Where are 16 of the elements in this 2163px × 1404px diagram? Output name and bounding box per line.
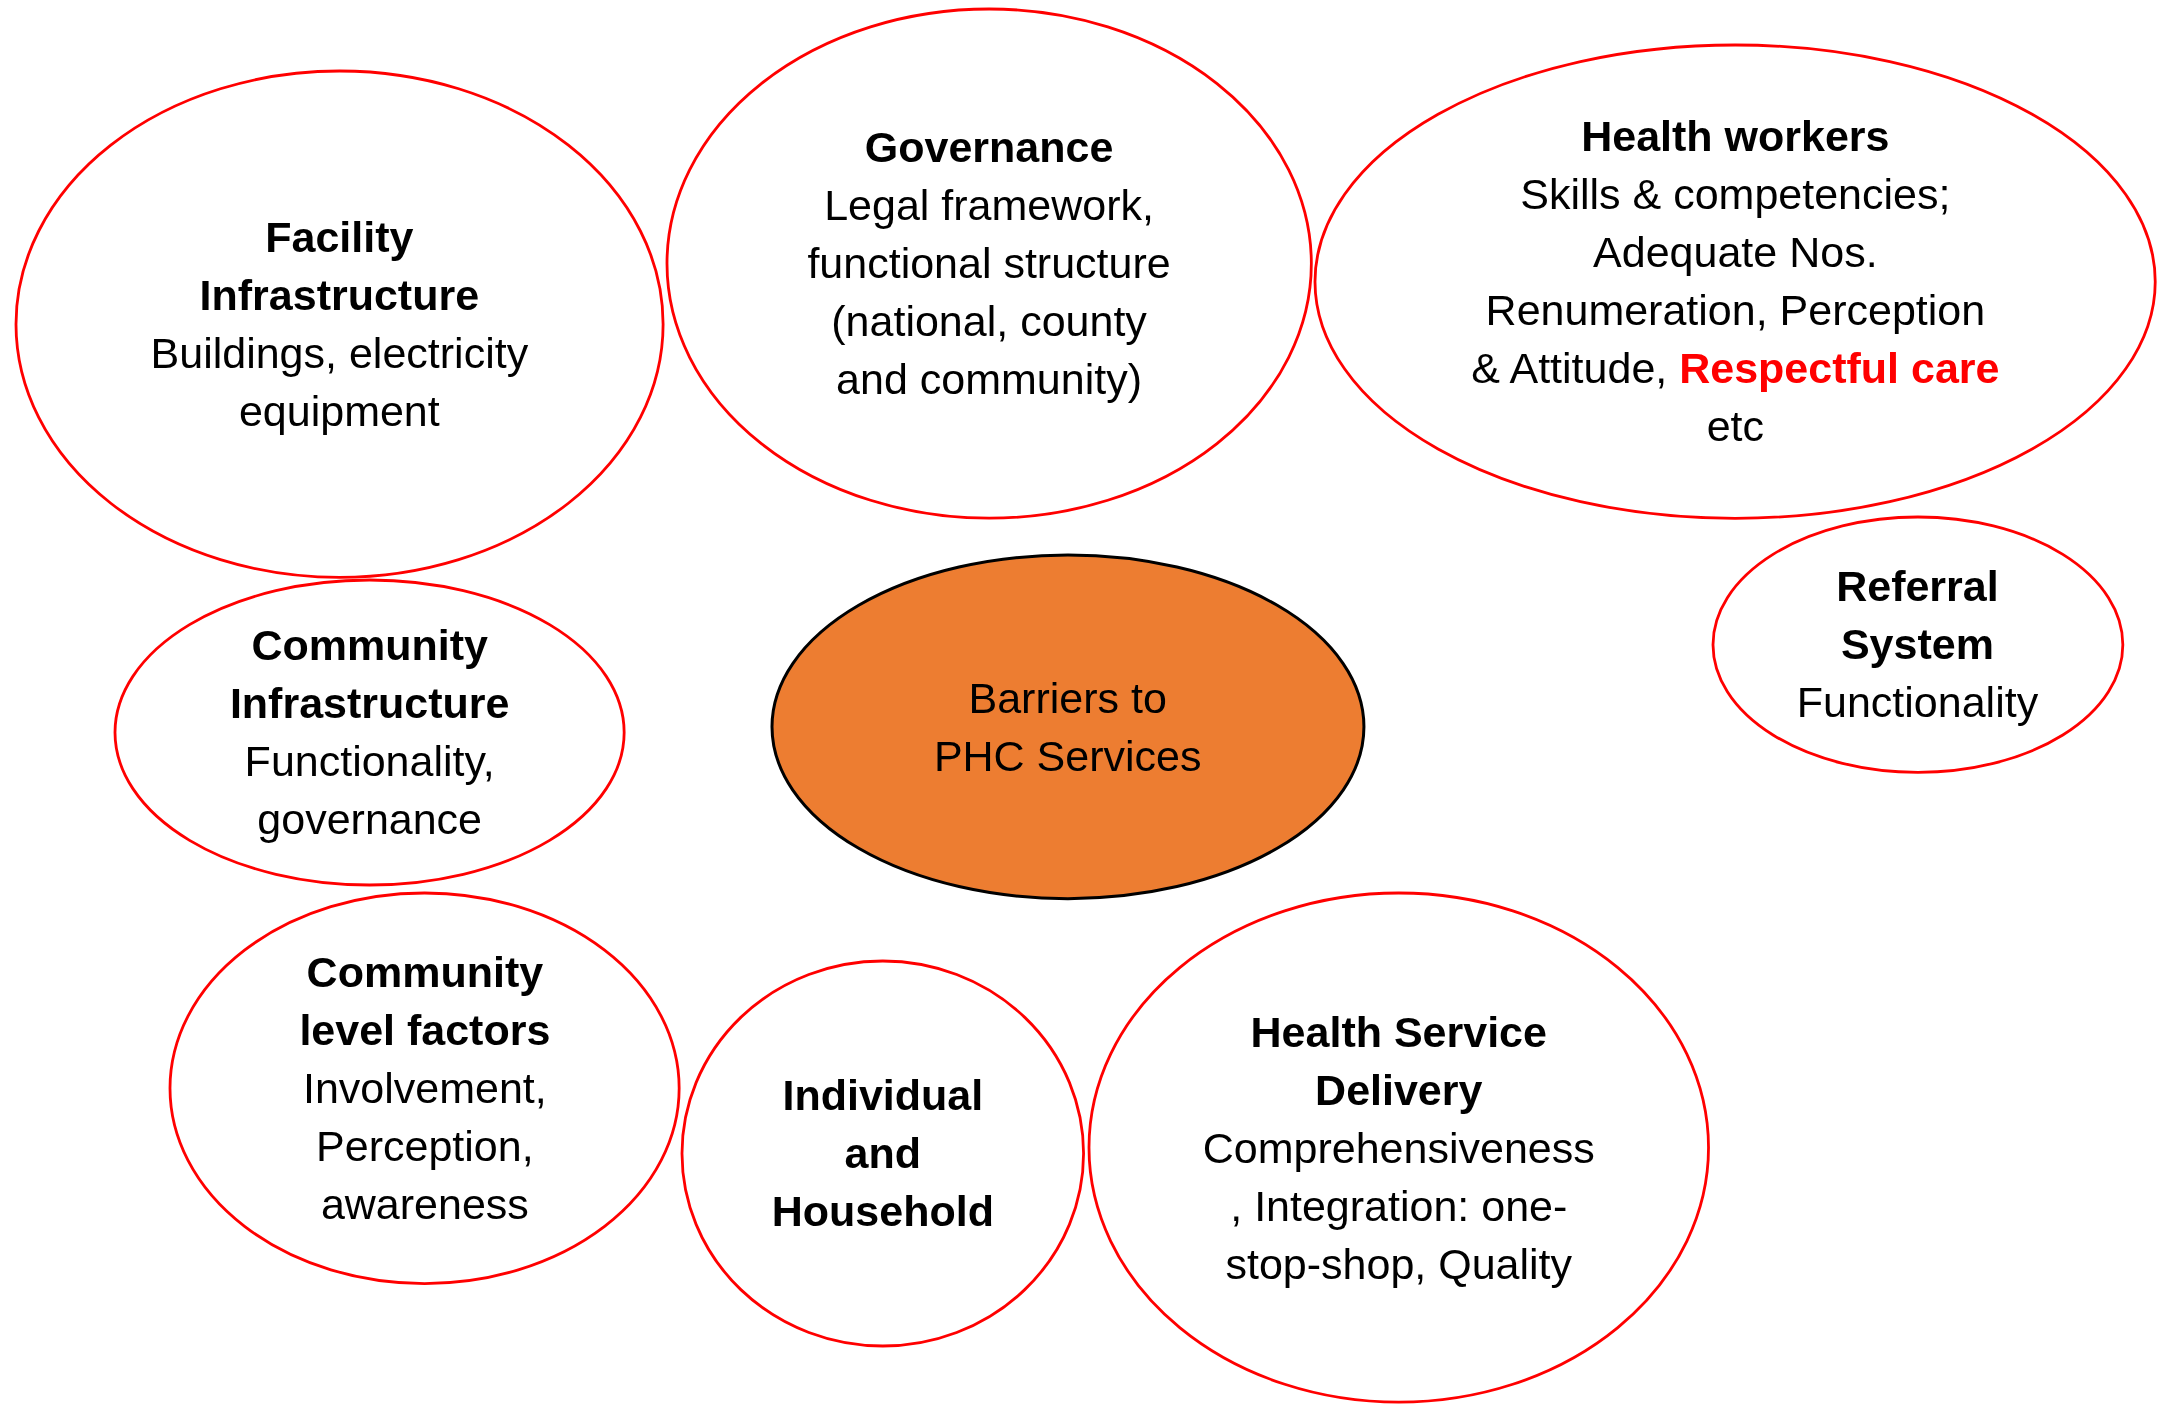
factor-heading: Facility Infrastructure — [198, 212, 481, 322]
factor-description: Functionality, governance — [243, 736, 496, 846]
factor-heading: Health workers — [1580, 111, 1891, 163]
factor-heading: Health Service Delivery — [1249, 1006, 1548, 1116]
factor-heading: Community Infrastructure — [228, 620, 511, 730]
factor-description: Involvement, Perception, awareness — [301, 1063, 548, 1231]
factor-heading: Community level factors — [298, 947, 552, 1057]
factor-description: Buildings, electricity equipment — [149, 328, 530, 438]
factor-description: Comprehensiveness , Integration: one-stop-shop, Quality — [1201, 1122, 1596, 1290]
factor-description: Functionality — [1795, 677, 2040, 729]
center-label: Barriers to PHC Services — [932, 672, 1203, 782]
factor-description: Skills & competencies; Adequate Nos. Renumeration, Perception & Attitude, Respectful care etc — [1470, 169, 2001, 453]
factor-heading: Individual and Household — [770, 1070, 995, 1238]
factor-description: Legal framework, functional structure (national, county and community) — [806, 180, 1172, 406]
factor-heading: Referral System — [1835, 561, 2000, 671]
factor-heading: Governance — [863, 122, 1115, 174]
